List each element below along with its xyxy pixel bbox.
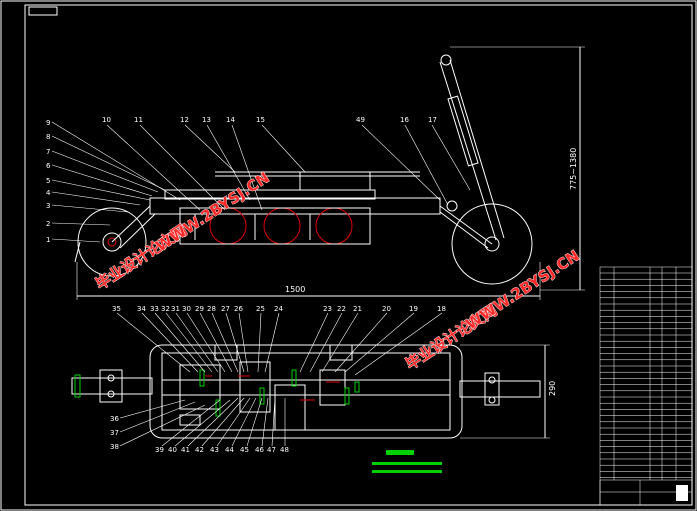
upper-frame [164, 189, 376, 200]
part-label: 25 [256, 305, 265, 313]
parts-list [599, 266, 693, 506]
inner-frame [24, 4, 693, 506]
part-label: 22 [337, 305, 346, 313]
top-view [71, 344, 541, 439]
left-handle [71, 377, 153, 395]
part-label: 32 [161, 305, 170, 313]
part-label: 1 [46, 236, 50, 244]
rear-wheel [77, 207, 147, 277]
part-label: 37 [110, 429, 119, 437]
dim-height: 775~1380 [569, 148, 578, 190]
corner-box [28, 6, 58, 16]
part-label: 40 [168, 446, 177, 454]
rotor-3 [315, 207, 353, 245]
part-label: 46 [255, 446, 264, 454]
part-label: 26 [234, 305, 243, 313]
height-dimension: 775~1380 [450, 46, 585, 291]
part-label: 8 [46, 133, 50, 141]
part-label: 13 [202, 116, 211, 124]
title-block [599, 479, 693, 506]
part-label: 42 [195, 446, 204, 454]
blade-housing [179, 207, 371, 245]
part-label: 17 [428, 116, 437, 124]
rotor-2 [263, 207, 301, 245]
part-label: 3 [46, 202, 50, 210]
watermark-url: WWW.2BYSJ.CN [152, 169, 272, 256]
part-label: 2 [46, 220, 50, 228]
part-label: 41 [181, 446, 190, 454]
dim-width: 290 [548, 381, 557, 396]
length-dimension: 1500 [76, 262, 541, 300]
top-frame [149, 344, 463, 439]
rear-axle [107, 237, 117, 247]
part-label: 27 [221, 305, 230, 313]
side-view-labels: 1 2 3 4 5 6 7 8 9 10 11 12 13 14 15 49 1… [46, 116, 471, 244]
logo-block [676, 485, 688, 501]
part-label: 48 [280, 446, 289, 454]
part-label: 28 [207, 305, 216, 313]
dim-length: 1500 [285, 285, 305, 294]
part-label: 14 [226, 116, 235, 124]
part-label: 33 [150, 305, 159, 313]
part-label: 5 [46, 177, 50, 185]
part-label: 36 [110, 415, 119, 423]
part-label: 38 [110, 443, 119, 451]
part-label: 16 [400, 116, 409, 124]
top-view-leaders [116, 312, 443, 447]
part-label: 47 [267, 446, 276, 454]
part-label: 44 [225, 446, 234, 454]
part-label: 49 [356, 116, 365, 124]
part-label: 4 [46, 189, 51, 197]
part-label: 34 [137, 305, 146, 313]
part-label: 10 [102, 116, 111, 124]
part-label: 45 [240, 446, 249, 454]
handle-tube [447, 95, 479, 167]
part-label: 31 [171, 305, 180, 313]
part-label: 7 [46, 148, 50, 156]
part-label: 21 [353, 305, 362, 313]
part-label: 23 [323, 305, 332, 313]
front-wheel [451, 203, 533, 285]
part-label: 11 [134, 116, 143, 124]
handle-bar [439, 61, 497, 241]
part-label: 35 [112, 305, 121, 313]
top-view-labels: 35 34 33 32 31 30 29 28 27 26 25 24 23 2… [110, 305, 446, 454]
width-dimension: 290 [460, 344, 557, 439]
right-handle [459, 380, 541, 398]
front-hub [484, 236, 500, 252]
part-label: 12 [180, 116, 189, 124]
part-label: 29 [195, 305, 204, 313]
pivot [446, 200, 458, 212]
part-label: 39 [155, 446, 164, 454]
part-label: 43 [210, 446, 219, 454]
part-label: 24 [274, 305, 283, 313]
part-label: 6 [46, 162, 51, 170]
part-label: 20 [382, 305, 391, 313]
part-label: 15 [256, 116, 265, 124]
part-label: 19 [409, 305, 418, 313]
part-label: 9 [46, 119, 50, 127]
front-fork [439, 205, 493, 245]
chassis-frame [149, 197, 441, 215]
technical-notes [372, 450, 442, 473]
part-label: 30 [182, 305, 191, 313]
side-view [74, 54, 533, 285]
part-label: 18 [437, 305, 446, 313]
rear-hub [102, 232, 122, 252]
